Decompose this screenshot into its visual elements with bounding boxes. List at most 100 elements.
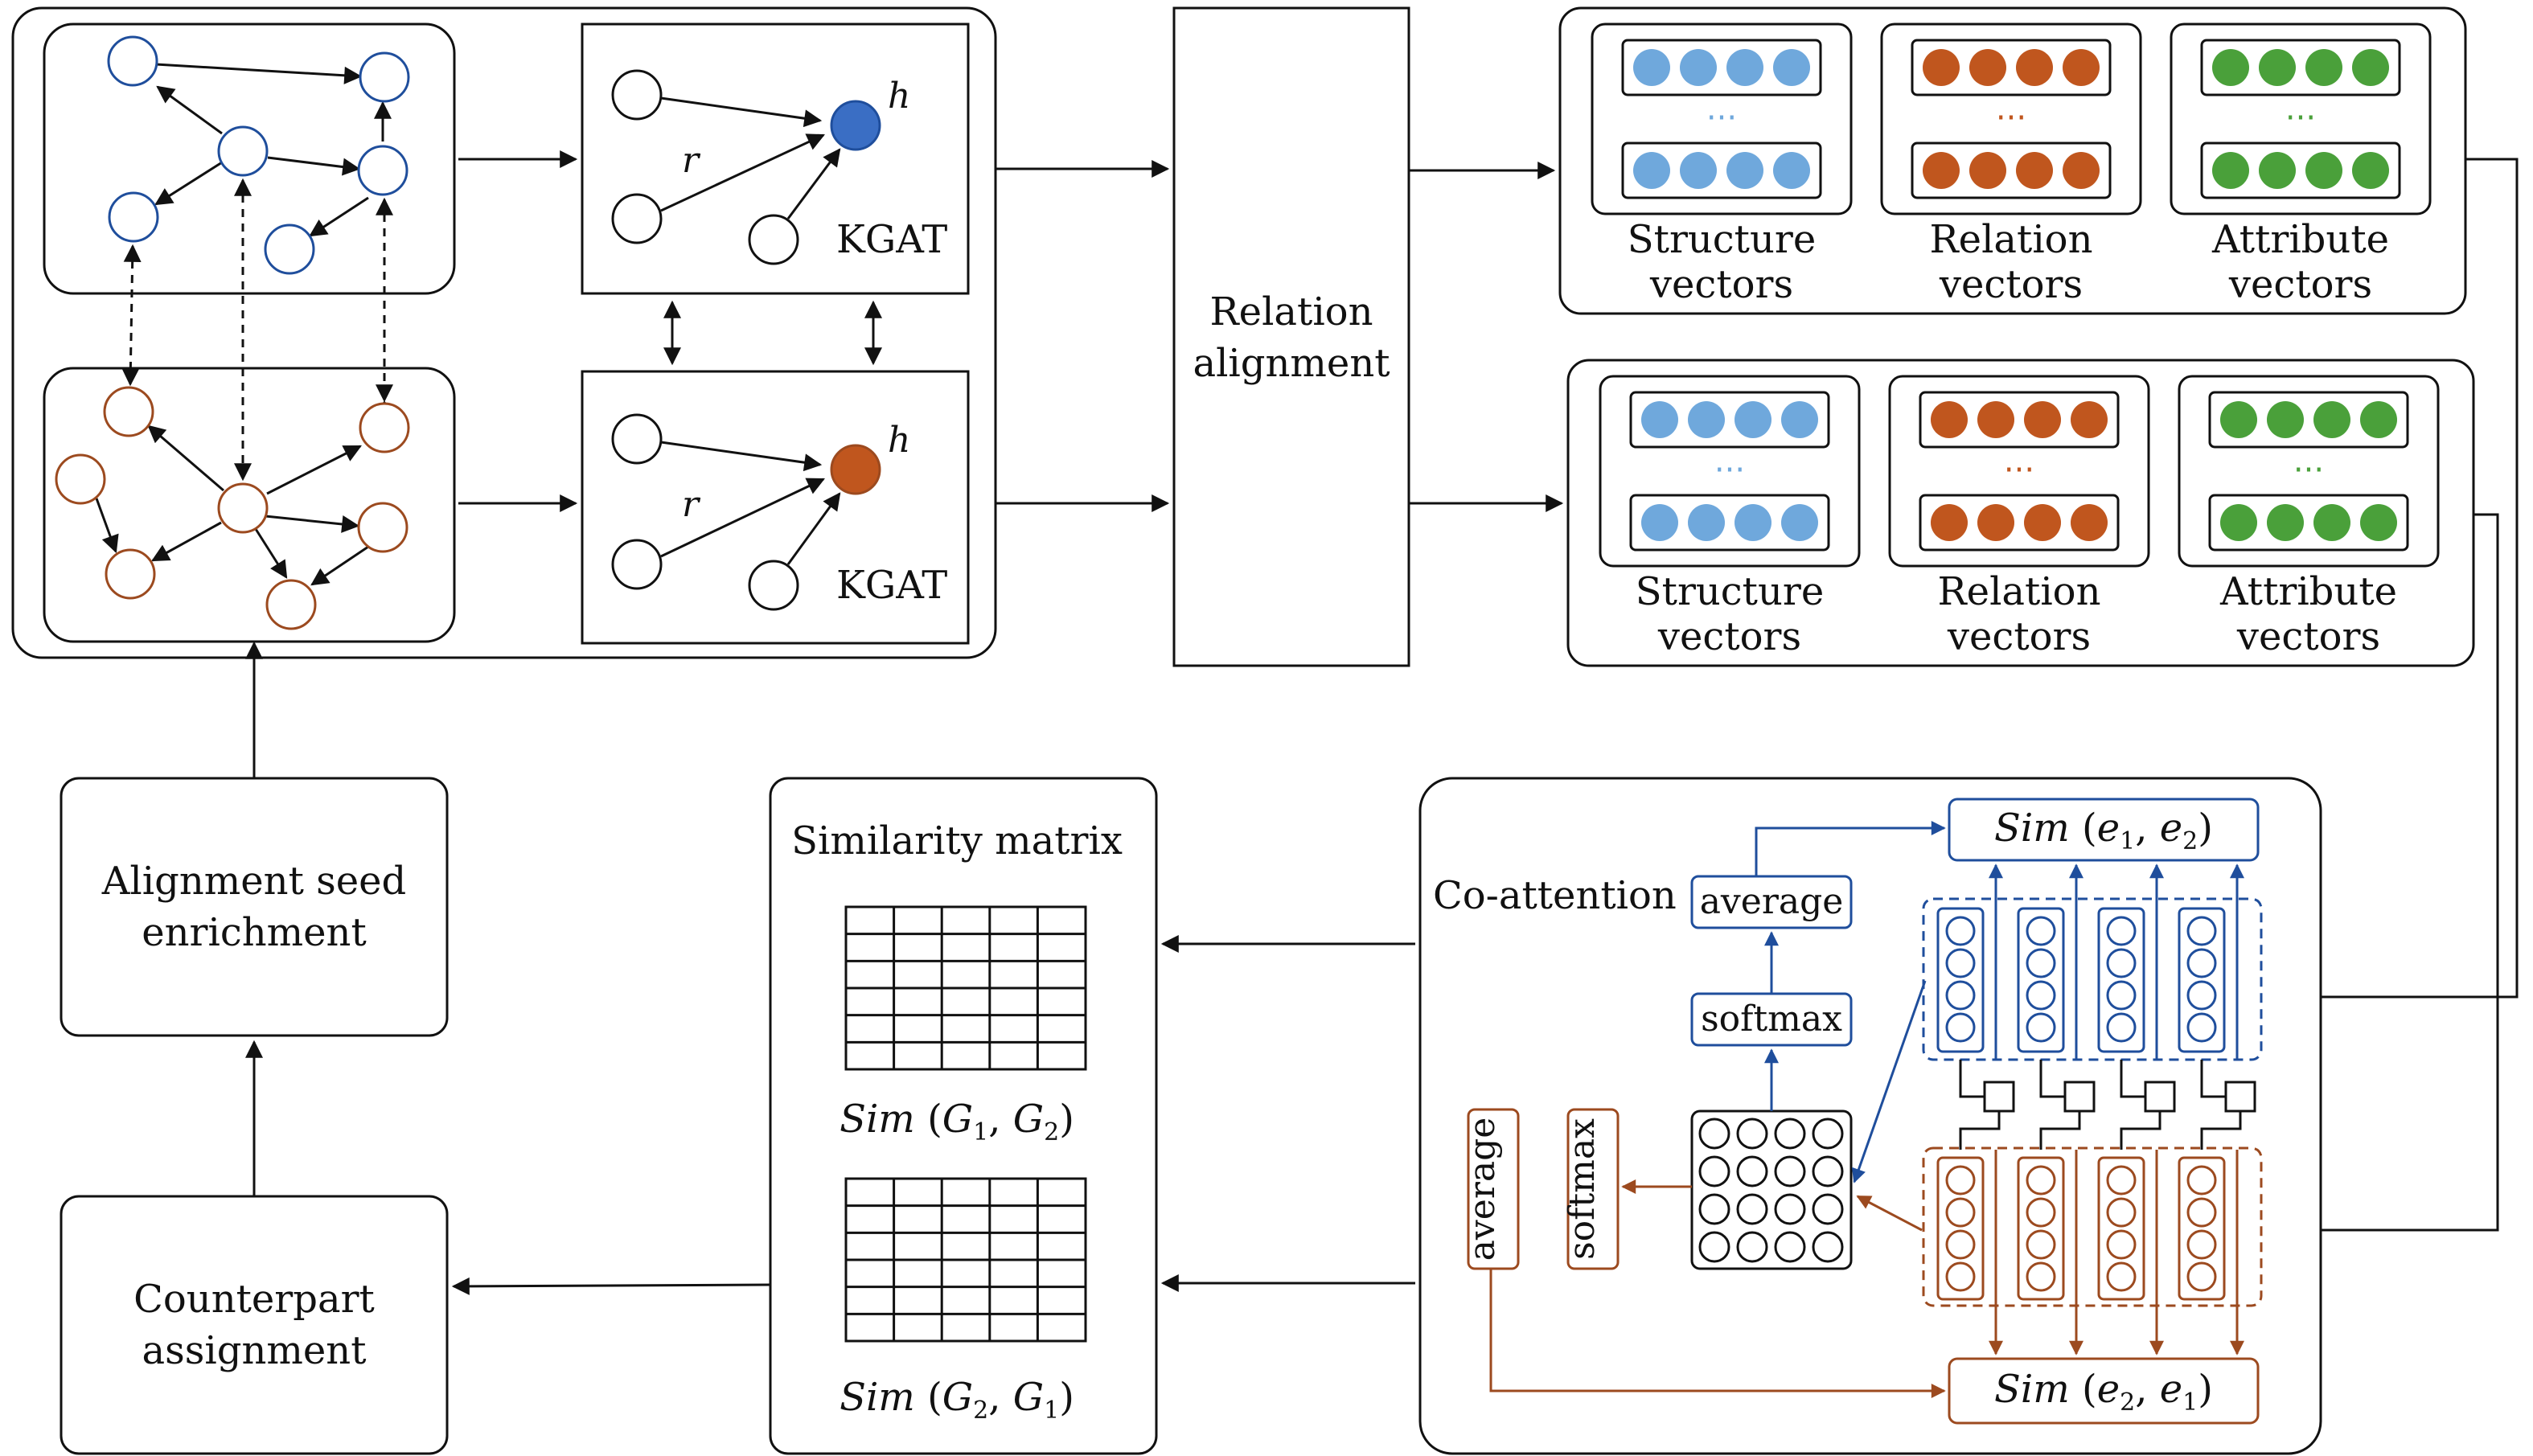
counterpart-line2: assignment — [142, 1328, 367, 1373]
counterpart-assignment-block: Counterpart assignment — [60, 1195, 449, 1455]
embedding-dot — [1773, 152, 1810, 189]
kgat-label: KGAT — [836, 563, 947, 608]
embedding-vector-panels: ···Structurevectors···Relationvectors···… — [1558, 6, 2475, 667]
structure-label-line1: Structure — [1636, 569, 1824, 614]
embedding-dot — [1633, 152, 1670, 189]
embedding-dot — [2360, 401, 2397, 438]
interaction-node — [2224, 1081, 2256, 1113]
interaction-node — [1983, 1081, 2015, 1113]
entity1-column — [1936, 907, 1985, 1053]
interaction-node — [2144, 1081, 2176, 1113]
interaction-node — [2063, 1081, 2096, 1113]
vector-row — [1629, 391, 1830, 449]
vector-panel-2: ···Structurevectors···Relationvectors···… — [1566, 359, 2475, 667]
embedding-dot — [1969, 49, 2006, 86]
head-entity-node — [830, 444, 881, 495]
embedding-dot — [2267, 504, 2304, 541]
embedding-dot — [2313, 401, 2350, 438]
vector-row — [2208, 391, 2409, 449]
embedding-dot — [1688, 504, 1725, 541]
graph-encoder-panel: h r KGAT h r KGAT — [11, 6, 997, 659]
affinity-matrix — [1690, 1109, 1853, 1270]
vector-ellipsis: ··· — [2004, 452, 2034, 489]
affinity-cell — [1774, 1118, 1806, 1150]
svg-text:Sim (e1, e2): Sim (e1, e2) — [1994, 806, 2213, 855]
relation-label-line1: Relation — [1938, 569, 2101, 614]
svg-text:average: average — [1462, 1118, 1503, 1261]
counterpart-line1: Counterpart — [133, 1277, 375, 1322]
similarity-title: Similarity matrix — [791, 818, 1123, 863]
embedding-dot — [1726, 152, 1763, 189]
vector-ellipsis: ··· — [2285, 100, 2316, 137]
vector-ellipsis: ··· — [1996, 100, 2026, 137]
vector-row — [2200, 141, 2401, 199]
relation-alignment-line1: Relation — [1210, 289, 1373, 334]
vector-row — [1911, 141, 2112, 199]
sim-g2-g1-label: Sim (G2, G1) — [840, 1375, 1074, 1425]
embedding-dot — [1680, 49, 1717, 86]
attribute-label-line1: Attribute — [2211, 217, 2389, 262]
head-entity-node — [830, 100, 881, 151]
affinity-cell — [1698, 1193, 1730, 1225]
embedding-dot — [1969, 152, 2006, 189]
embedding-dot — [2305, 49, 2342, 86]
softmax-brown-box: softmax — [1562, 1108, 1620, 1270]
softmax-blue-box: softmax — [1690, 992, 1853, 1047]
kgat-block-1: h r KGAT — [581, 23, 970, 295]
entity-feature-columns — [1936, 863, 2256, 1356]
svg-text:softmax: softmax — [1562, 1118, 1603, 1260]
embedding-dot — [2305, 152, 2342, 189]
embedding-dot — [1735, 504, 1771, 541]
average-brown-box: average — [1462, 1108, 1520, 1270]
embedding-dot — [2063, 152, 2100, 189]
attribute-label-line2: vectors — [2228, 262, 2372, 307]
affinity-cell — [1698, 1231, 1730, 1263]
vector-row — [1621, 141, 1822, 199]
vector-row — [1919, 391, 2120, 449]
knowledge-graph-1 — [43, 23, 456, 295]
entity2-column — [2178, 1156, 2226, 1301]
embedding-dot — [1977, 504, 2014, 541]
affinity-cell — [1812, 1118, 1844, 1150]
embedding-dot — [2220, 401, 2257, 438]
relation-label-line1: Relation — [1930, 217, 2093, 262]
embedding-dot — [2063, 49, 2100, 86]
average-blue-box: average — [1690, 875, 1853, 929]
embedding-dot — [1931, 401, 1968, 438]
embedding-dot — [2024, 504, 2061, 541]
embedding-dot — [1923, 49, 1960, 86]
kgat-block-2: h r KGAT — [581, 370, 970, 645]
structure-label-line2: vectors — [1657, 614, 1801, 659]
affinity-cell — [1812, 1231, 1844, 1263]
affinity-cell — [1736, 1155, 1768, 1187]
embedding-dot — [2212, 49, 2249, 86]
embedding-dot — [1923, 152, 1960, 189]
embedding-dot — [1641, 504, 1678, 541]
vector-row — [1919, 494, 2120, 552]
embedding-dot — [1633, 49, 1670, 86]
affinity-cell — [1812, 1193, 1844, 1225]
relation-label-line2: vectors — [1947, 614, 2091, 659]
affinity-cell — [1698, 1118, 1730, 1150]
affinity-cell — [1812, 1155, 1844, 1187]
embedding-dot — [1735, 401, 1771, 438]
affinity-cell — [1698, 1155, 1730, 1187]
relation-label-line2: vectors — [1939, 262, 2083, 307]
embedding-dot — [2259, 49, 2296, 86]
embedding-dot — [2352, 152, 2389, 189]
entity2-column — [2097, 1156, 2145, 1301]
embedding-dot — [1641, 401, 1678, 438]
seed-alignment-links — [121, 178, 393, 482]
kgat-label: KGAT — [836, 217, 947, 262]
sim-e1-e2-box: Sim (e1, e2) — [1948, 798, 2260, 862]
embedding-dot — [1680, 152, 1717, 189]
alignment-seed-enrichment-block: Alignment seed enrichment — [60, 777, 449, 1037]
structure-label-line1: Structure — [1628, 217, 1816, 262]
vector-row — [2208, 494, 2409, 552]
co-attention-title: Co-attention — [1433, 873, 1677, 918]
